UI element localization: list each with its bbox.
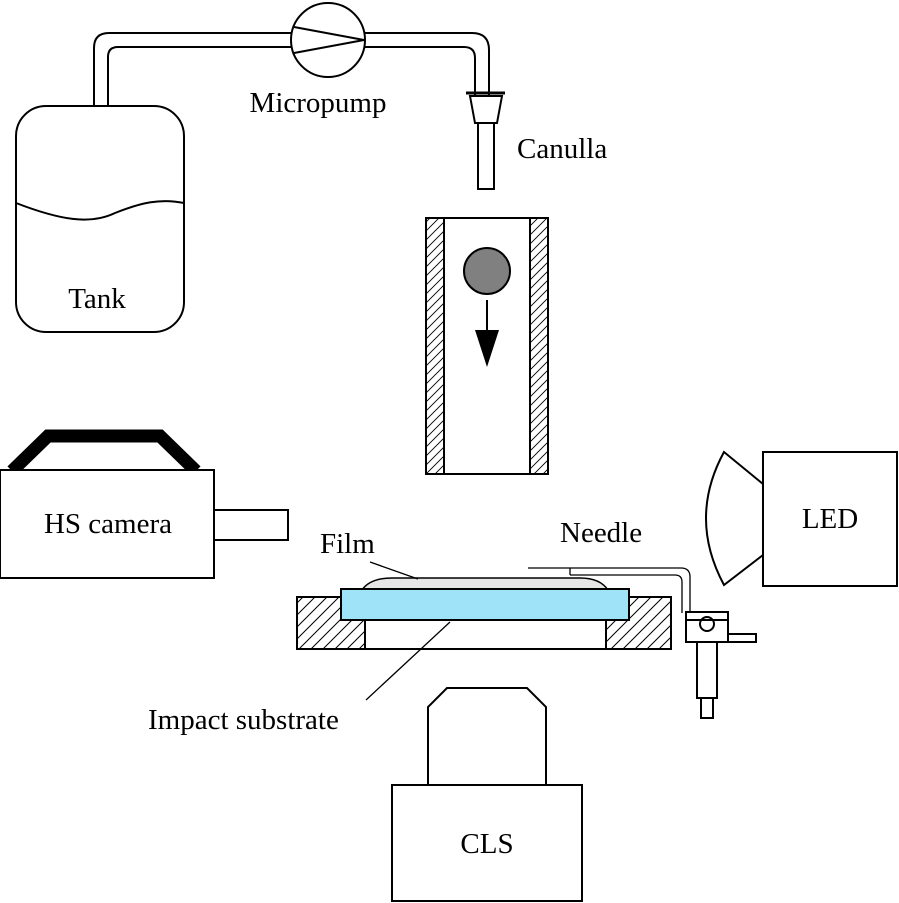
micropump-label: Micropump bbox=[250, 87, 387, 119]
tank-label: Tank bbox=[68, 283, 126, 315]
needle-icon bbox=[528, 567, 691, 613]
droplet bbox=[463, 247, 511, 295]
film-label: Film bbox=[320, 528, 375, 560]
impact-substrate-label: Impact substrate bbox=[148, 704, 339, 736]
hs-camera-label: HS camera bbox=[44, 508, 172, 540]
tank-icon bbox=[15, 105, 185, 333]
drop-tube bbox=[425, 217, 549, 475]
needle-holder-icon bbox=[685, 611, 757, 719]
substrate-leader bbox=[365, 621, 451, 701]
led-icon bbox=[705, 450, 898, 587]
led-label: LED bbox=[802, 503, 858, 535]
canulla-icon bbox=[466, 91, 505, 190]
supply-tube bbox=[93, 32, 490, 108]
cls-label: CLS bbox=[460, 828, 513, 860]
needle-label: Needle bbox=[560, 517, 642, 549]
film-leader bbox=[369, 561, 419, 580]
impact-substrate bbox=[340, 588, 630, 621]
micropump-icon bbox=[290, 2, 366, 78]
arrow-down-icon bbox=[475, 300, 499, 367]
film bbox=[360, 577, 610, 591]
canulla-label: Canulla bbox=[517, 133, 607, 165]
cls-icon bbox=[391, 687, 583, 902]
hs-camera-icon bbox=[0, 429, 289, 579]
